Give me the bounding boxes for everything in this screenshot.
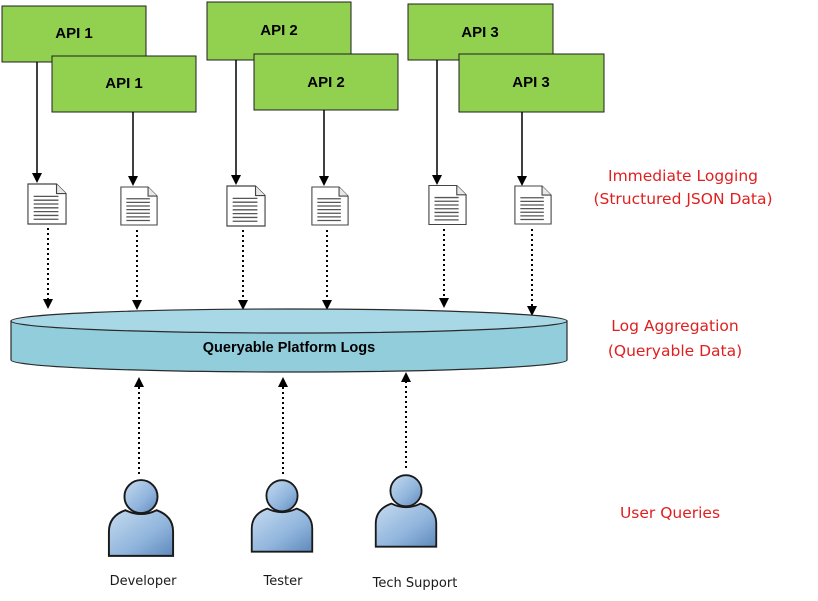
document-icon [428,184,467,226]
api-box-label: API 3 [512,74,550,91]
api-box: API 3 [407,3,554,61]
document-icon [226,185,266,227]
document-icon [120,186,158,226]
api-box: API 2 [253,53,399,111]
user-label-developer: Developer [110,574,178,589]
api-box: API 1 [51,55,197,113]
log-store-label: Queryable Platform Logs [203,340,375,356]
document-icon [311,186,349,226]
logging-stage-label: Immediate Logging [608,167,758,185]
api-box-label: API 2 [260,22,298,39]
api-box: API 3 [458,53,605,113]
api-box-label: API 1 [105,75,143,92]
document-icon [514,185,552,225]
user-label-tech-support: Tech Support [372,576,458,591]
user-silhouette-icon [374,474,438,548]
logging-stage-sublabel: (Structured JSON Data) [593,190,772,208]
api-box: API 2 [206,1,352,61]
api-box-label: API 3 [461,24,499,41]
user-silhouette-icon [250,479,314,553]
aggregation-stage-label: Log Aggregation [611,317,739,335]
api-box-label: API 1 [55,25,93,42]
log-store: Queryable Platform Logs [10,308,568,373]
queries-stage-label: User Queries [620,504,720,522]
user-silhouette-icon [107,479,175,557]
api-box: API 1 [1,5,147,63]
api-box-label: API 2 [307,74,345,91]
user-label-tester: Tester [263,574,304,589]
aggregation-stage-sublabel: (Queryable Data) [608,342,742,360]
document-icon [27,183,67,225]
